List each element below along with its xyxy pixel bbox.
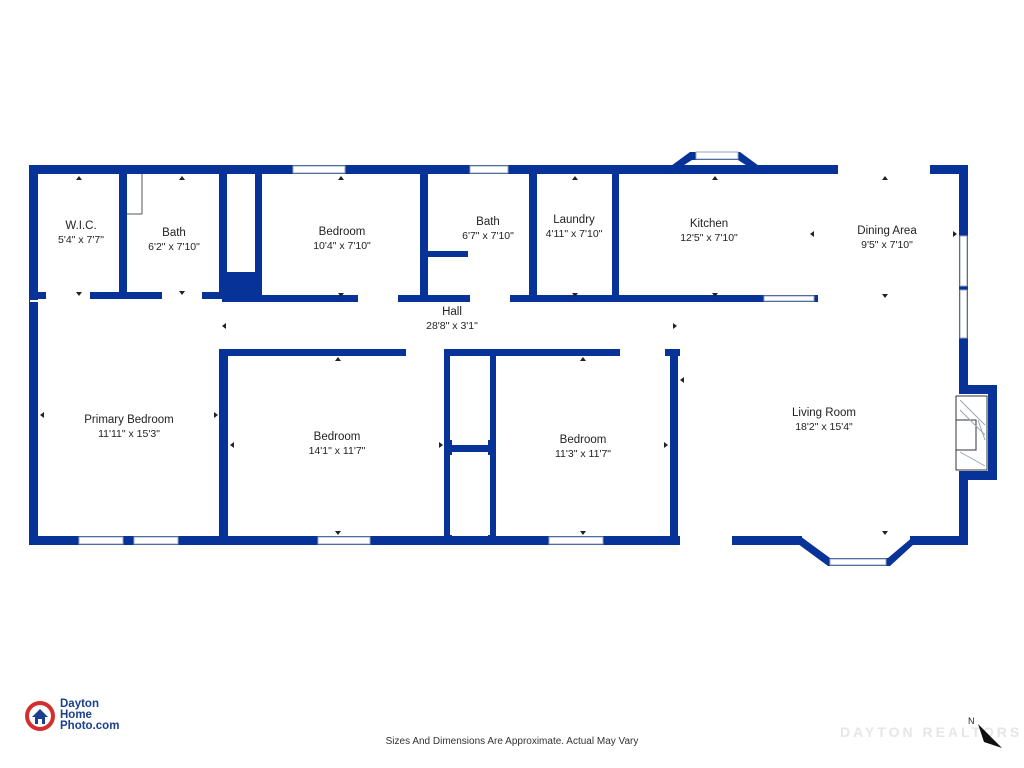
north-arrow: N xyxy=(962,712,1006,761)
fireplace xyxy=(955,395,988,471)
north-label: N xyxy=(968,716,975,726)
svg-text:11'11" x 15'3": 11'11" x 15'3" xyxy=(98,428,160,440)
svg-text:10'4" x 7'10": 10'4" x 7'10" xyxy=(313,240,371,252)
dimension-markers xyxy=(40,176,957,535)
svg-text:6'7" x 7'10": 6'7" x 7'10" xyxy=(462,230,514,242)
svg-text:W.I.C.: W.I.C. xyxy=(65,220,96,232)
svg-text:Dining Area: Dining Area xyxy=(857,225,917,237)
room-laundry: Laundry 4'11" x 7'10" xyxy=(546,214,603,240)
room-dining-area: Dining Area 9'5" x 7'10" xyxy=(857,225,917,251)
room-bath-2: Bath 6'7" x 7'10" xyxy=(462,216,514,242)
svg-text:Laundry: Laundry xyxy=(553,214,595,226)
svg-text:Living Room: Living Room xyxy=(792,407,856,419)
svg-text:28'8" x 3'1": 28'8" x 3'1" xyxy=(426,320,478,332)
logo-line-3: Photo.com xyxy=(60,720,120,732)
room-bedroom-left: Bedroom 14'1" x 11'7" xyxy=(309,431,366,457)
svg-text:6'2" x 7'10": 6'2" x 7'10" xyxy=(148,241,200,253)
room-kitchen: Kitchen 12'5" x 7'10" xyxy=(680,218,738,244)
logo-line-2: Home xyxy=(60,709,92,721)
windows xyxy=(78,151,968,566)
svg-text:12'5" x 7'10": 12'5" x 7'10" xyxy=(680,232,738,244)
svg-text:Bedroom: Bedroom xyxy=(314,431,361,443)
interior-walls xyxy=(29,174,818,545)
svg-text:4'11" x 7'10": 4'11" x 7'10" xyxy=(546,228,603,240)
svg-text:Bedroom: Bedroom xyxy=(560,434,607,446)
closet-outline xyxy=(127,174,143,215)
svg-text:Kitchen: Kitchen xyxy=(690,218,728,230)
room-bedroom-top: Bedroom 10'4" x 7'10" xyxy=(313,226,371,252)
room-bath-1: Bath 6'2" x 7'10" xyxy=(148,227,200,253)
room-hall: Hall 28'8" x 3'1" xyxy=(426,306,478,332)
outer-walls xyxy=(29,152,997,566)
house-logo-icon xyxy=(25,700,55,731)
svg-text:Hall: Hall xyxy=(442,306,462,318)
room-wic: W.I.C. 5'4" x 7'7" xyxy=(58,220,104,246)
svg-text:11'3" x 11'7": 11'3" x 11'7" xyxy=(555,448,611,460)
svg-text:Bath: Bath xyxy=(162,227,186,239)
room-living-room: Living Room 18'2" x 15'4" xyxy=(792,407,856,433)
room-bedroom-right: Bedroom 11'3" x 11'7" xyxy=(555,434,611,460)
north-arrow-icon: N xyxy=(968,716,1002,748)
svg-text:Bedroom: Bedroom xyxy=(319,226,366,238)
svg-text:Primary Bedroom: Primary Bedroom xyxy=(84,414,173,426)
svg-text:Bath: Bath xyxy=(476,216,500,228)
room-primary-bedroom: Primary Bedroom 11'11" x 15'3" xyxy=(84,414,173,440)
svg-text:5'4" x 7'7": 5'4" x 7'7" xyxy=(58,234,104,246)
room-labels: W.I.C. 5'4" x 7'7" Bath 6'2" x 7'10" Bedro… xyxy=(58,214,917,460)
svg-text:18'2" x 15'4": 18'2" x 15'4" xyxy=(795,421,853,433)
svg-text:9'5" x 7'10": 9'5" x 7'10" xyxy=(861,239,913,251)
logo-line-1: Dayton xyxy=(60,698,99,710)
dayton-home-photo-logo: Dayton Home Photo.com xyxy=(24,698,120,732)
svg-text:14'1" x 11'7": 14'1" x 11'7" xyxy=(309,445,366,457)
door-openings xyxy=(30,165,958,546)
disclaimer-text: Sizes And Dimensions Are Approximate. Ac… xyxy=(385,736,639,747)
realtors-watermark: DAYTON REALTORS xyxy=(840,724,1023,740)
